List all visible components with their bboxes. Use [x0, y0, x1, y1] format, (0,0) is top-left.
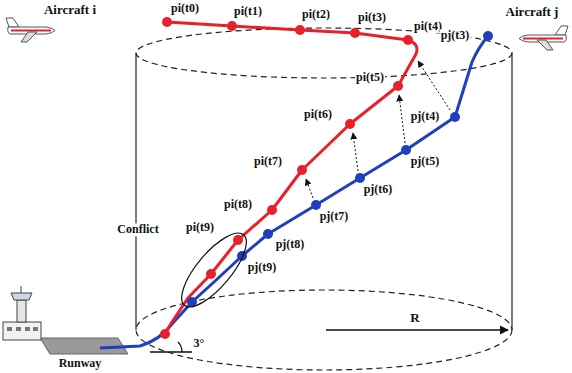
- point-label: pi(t4): [413, 20, 443, 33]
- point-label: pi(t5): [355, 71, 385, 84]
- airspace-top: [136, 28, 512, 78]
- airspace-side: [135, 53, 136, 330]
- position-dot: [237, 251, 247, 261]
- point-label: pj(t3): [440, 29, 471, 42]
- aircraft-tail: [6, 18, 19, 27]
- trajectory-i: [165, 22, 417, 334]
- tower-antenna: [21, 286, 22, 293]
- point-label: pi(t8): [223, 198, 253, 211]
- tower-shaft: [17, 300, 26, 322]
- tower-window: [16, 327, 21, 331]
- conflict-label: Conflict: [116, 223, 159, 236]
- separation-arrow: [306, 179, 313, 198]
- aircraft-label: Aircraft j: [505, 5, 560, 19]
- aircraft-stripe: [523, 38, 563, 40]
- position-dot: [401, 145, 411, 155]
- point-label: pi(t6): [303, 108, 333, 121]
- conflict-ellipse: [171, 224, 256, 316]
- point-label: pj(t8): [275, 238, 306, 251]
- position-dot: [355, 173, 365, 183]
- tower-window: [33, 327, 38, 331]
- point-label: pj(t6): [363, 183, 394, 196]
- ground-line: [150, 351, 192, 352]
- position-dot: [233, 235, 243, 245]
- position-dot: [450, 112, 460, 122]
- position-dot: [263, 229, 273, 239]
- position-dot: [345, 119, 355, 129]
- point-label: pi(t7): [253, 155, 283, 168]
- position-dot: [311, 200, 321, 210]
- point-label: pi(t2): [301, 8, 331, 21]
- radius-arrow: [326, 329, 508, 330]
- control-tower: [3, 286, 41, 340]
- tower-cab: [11, 293, 32, 300]
- tower-building: [3, 322, 41, 340]
- aircraft-wing: [21, 32, 37, 42]
- aircraft-label: Aircraft i: [43, 3, 97, 17]
- separation-arrow: [353, 133, 358, 171]
- angle-arc: [178, 342, 182, 352]
- aircraft-wing: [537, 40, 553, 50]
- aircraft-tail: [555, 26, 568, 35]
- point-label: pj(t5): [410, 155, 441, 168]
- trajectory-j-points: [187, 31, 493, 307]
- position-dot: [297, 165, 307, 175]
- aircraft-icon: [519, 26, 568, 50]
- runway-label: Runway: [58, 357, 103, 370]
- tower-window: [25, 327, 30, 331]
- position-dot: [350, 28, 360, 38]
- position-dot: [295, 25, 305, 35]
- position-dot: [160, 329, 170, 339]
- position-dot: [403, 35, 413, 45]
- tower-window: [7, 327, 12, 331]
- trajectory-i-points: [160, 17, 413, 339]
- point-label: pi(t1): [233, 5, 263, 18]
- airspace-side: [511, 53, 512, 330]
- radius-label: R: [409, 311, 420, 325]
- position-dot: [393, 81, 403, 91]
- point-label: pj(t4): [410, 110, 441, 123]
- trajectory-j: [100, 36, 488, 348]
- point-label: pi(t9): [185, 221, 215, 234]
- point-label: pj(t9): [247, 261, 278, 274]
- position-dot: [267, 205, 277, 215]
- position-dot: [162, 17, 172, 27]
- aircraft-stripe: [11, 30, 51, 32]
- position-dot: [483, 31, 493, 41]
- separation-arrow: [399, 95, 405, 143]
- aircraft-icon: [6, 18, 55, 42]
- position-dot: [206, 269, 216, 279]
- point-label: pi(t0): [170, 2, 200, 15]
- airspace-bottom: [136, 290, 512, 370]
- point-label: pi(t3): [357, 11, 387, 24]
- position-dot: [227, 21, 237, 31]
- separation-arrow: [418, 61, 450, 110]
- point-label: pj(t7): [319, 210, 350, 223]
- angle-label: 3°: [193, 337, 206, 350]
